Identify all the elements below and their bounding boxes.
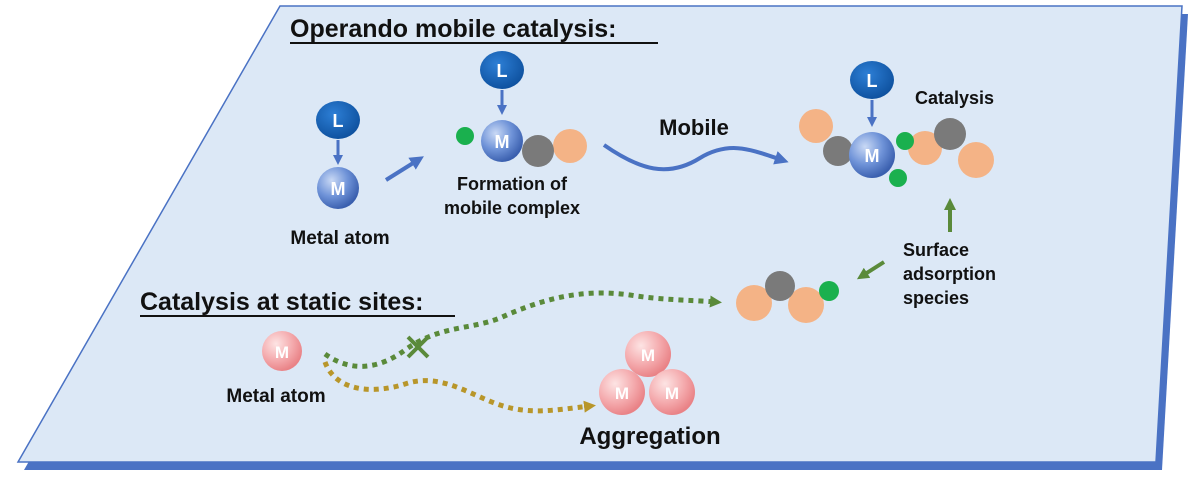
blocked-path (323, 290, 722, 369)
metal-letter: M (495, 132, 510, 152)
peach-atom (908, 131, 942, 165)
static-metal-group: M Metal atom (226, 331, 326, 407)
label-formation-1: Formation of (457, 174, 568, 194)
ligand-letter: L (867, 71, 878, 91)
aggregation-cluster: M M M Aggregation (579, 331, 721, 450)
gray-atom (522, 135, 554, 167)
metal-atom-pink (262, 331, 302, 371)
ligand-letter: L (497, 61, 508, 81)
label-aggregation: Aggregation (579, 423, 720, 450)
platform (16, 5, 1188, 470)
ligand-letter: L (333, 111, 344, 131)
mobile-arrow (602, 143, 789, 172)
label-formation-2: mobile complex (444, 198, 580, 218)
peach-atom (799, 109, 833, 143)
catalysis-group: L Catalysis M (799, 61, 994, 187)
mobile-complex-group: L M Formation of mobile complex (444, 51, 587, 218)
metal-atom-group-1: L M Metal atom (290, 101, 390, 249)
metal-atom (849, 132, 895, 178)
metal-atom-pink (625, 331, 671, 377)
label-metal-atom-mobile: Metal atom (290, 228, 389, 249)
metal-atom-pink (649, 369, 695, 415)
metal-letter: M (641, 346, 655, 365)
metal-letter: M (275, 343, 289, 362)
label-surface-2: adsorption (903, 264, 996, 284)
label-mobile: Mobile (659, 115, 729, 140)
ligand-atom (480, 51, 524, 89)
label-metal-atom-static: Metal atom (226, 386, 325, 407)
green-atom (456, 127, 474, 145)
ligand-atom (316, 101, 360, 139)
peach-atom (736, 285, 772, 321)
metal-letter: M (615, 384, 629, 403)
green-atom (819, 281, 839, 301)
label-surface-3: species (903, 288, 969, 308)
step-arrow (384, 156, 424, 182)
pointer-arrow (856, 260, 886, 280)
metal-letter: M (665, 384, 679, 403)
heading-static: Catalysis at static sites: (140, 288, 423, 316)
surface-species-group (736, 271, 839, 323)
cross-icon (406, 335, 430, 359)
peach-atom (958, 142, 994, 178)
metal-letter: M (865, 146, 880, 166)
peach-atom (553, 129, 587, 163)
ligand-atom (850, 61, 894, 99)
green-atom (896, 132, 914, 150)
gray-atom (823, 136, 853, 166)
label-catalysis: Catalysis (915, 88, 994, 108)
label-surface-1: Surface (903, 240, 969, 260)
heading-mobile: Operando mobile catalysis: (290, 15, 617, 43)
metal-atom-pink (599, 369, 645, 415)
metal-atom (317, 167, 359, 209)
green-atom (889, 169, 907, 187)
gray-atom (765, 271, 795, 301)
metal-atom (481, 120, 523, 162)
metal-letter: M (331, 179, 346, 199)
gray-atom (934, 118, 966, 150)
peach-atom (788, 287, 824, 323)
aggregation-path (322, 361, 596, 414)
